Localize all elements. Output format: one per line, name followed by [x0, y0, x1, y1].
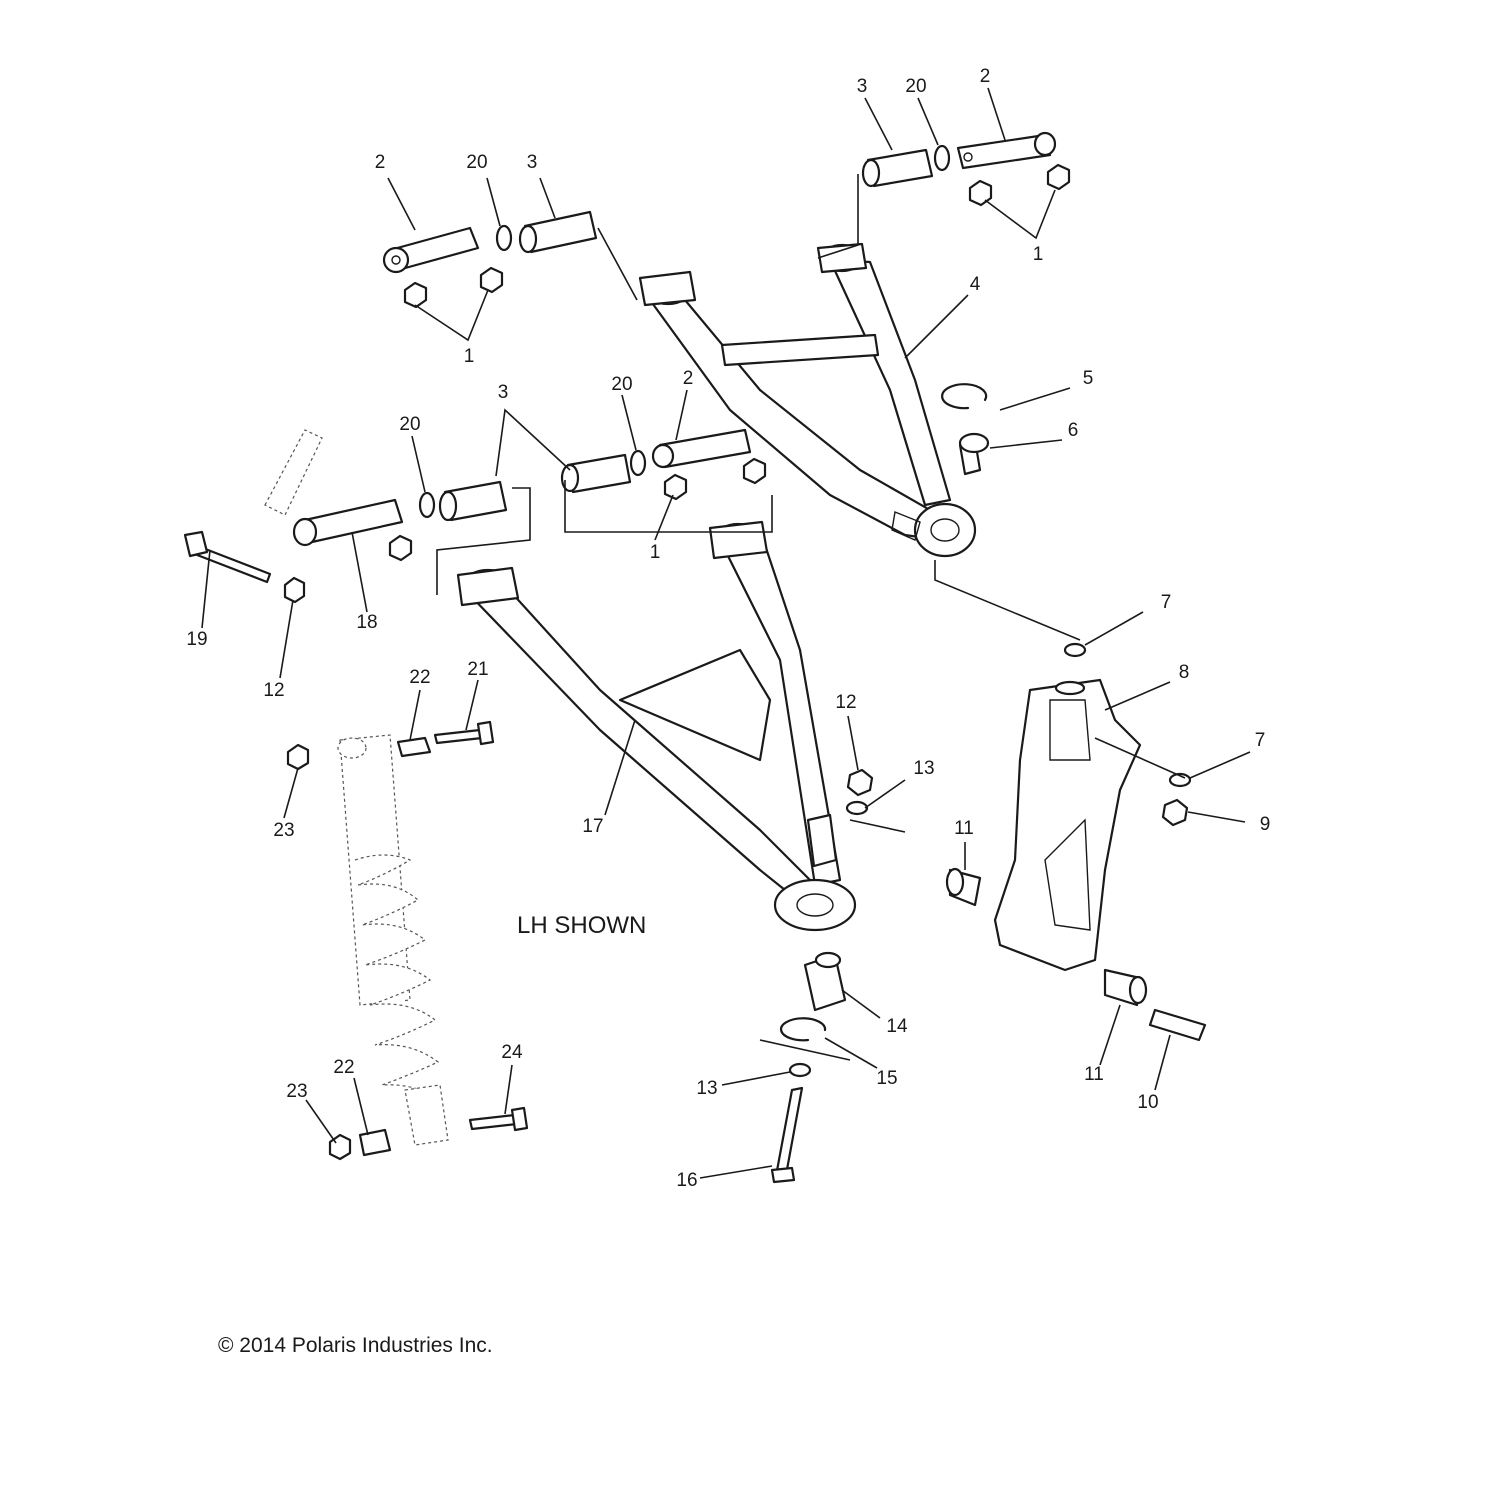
callout-4: 4 [970, 274, 981, 295]
callout-16: 16 [676, 1170, 697, 1191]
washer-spindle-side [1168, 772, 1192, 788]
lh-shown-note: LH SHOWN [517, 912, 646, 939]
callout-18: 18 [356, 612, 377, 633]
callout-22: 22 [333, 1057, 354, 1078]
sleeve-shock-lower [358, 1128, 392, 1157]
pivot-shaft-upper-left [382, 226, 480, 274]
callout-7: 7 [1161, 592, 1172, 613]
ball-joint-lower [803, 951, 847, 1012]
callout-12: 12 [835, 692, 856, 713]
ball-joint-stud [958, 432, 990, 476]
callout-19: 19 [186, 629, 207, 650]
callout-17: 17 [582, 816, 603, 837]
nut-lower-mid-a [663, 473, 688, 501]
washer-lower-mid [629, 449, 647, 477]
pivot-shaft-lower-left [292, 498, 404, 547]
callout-5: 5 [1083, 368, 1094, 389]
callout-11: 11 [1084, 1064, 1104, 1085]
callout-7: 7 [1255, 730, 1266, 751]
callout-9: 9 [1260, 814, 1271, 835]
callout-22: 22 [409, 667, 430, 688]
washer-upper-left [495, 224, 513, 252]
bushing-lower-left [438, 480, 508, 522]
nut-lower-left [388, 534, 413, 562]
nut-upper-right-a [968, 179, 993, 207]
callout-2: 2 [980, 66, 991, 87]
callout-3: 3 [527, 152, 538, 173]
nut-upper-left-a [403, 281, 428, 309]
callout-13: 13 [913, 758, 934, 779]
callouts: 2 20 3 1 3 20 2 1 4 5 6 20 3 20 2 1 19 1… [186, 66, 1270, 1191]
callout-21: 21 [467, 659, 488, 680]
callout-15: 15 [876, 1068, 897, 1089]
bushing-upper-left [518, 210, 598, 254]
retaining-ring-lower [780, 1017, 827, 1042]
washer-ball-joint-bottom [788, 1062, 812, 1078]
upper-a-arm [638, 242, 977, 558]
bolt-shock-upper [433, 720, 495, 746]
callout-10: 10 [1137, 1092, 1158, 1113]
bushing-lower-mid [560, 453, 632, 494]
callout-20: 20 [399, 414, 420, 435]
callout-24: 24 [501, 1042, 523, 1063]
washer-spindle-top [1063, 642, 1087, 658]
bushing-spindle-right [1103, 968, 1148, 1007]
washer-upper-right [933, 144, 951, 172]
callout-1: 1 [464, 346, 475, 367]
pivot-shaft-upper-right [956, 131, 1057, 170]
callout-20: 20 [611, 374, 632, 395]
callout-8: 8 [1179, 662, 1190, 683]
callout-20: 20 [905, 76, 926, 97]
shock-absorber [337, 734, 449, 1146]
sleeve-shock-upper [396, 736, 432, 758]
leader-lines [201, 87, 1251, 1179]
callout-3: 3 [857, 76, 868, 97]
washer-lower-left [418, 491, 436, 519]
bushing-spindle-left [945, 867, 982, 907]
callout-6: 6 [1068, 420, 1079, 441]
callout-11: 11 [954, 818, 974, 839]
bushing-upper-right [861, 148, 934, 188]
washer-ball-joint-top [845, 800, 869, 816]
nut-upper-left-b [479, 266, 504, 294]
spindle-pin [1148, 1008, 1207, 1042]
callout-2: 2 [375, 152, 386, 173]
bolt-shock-lower [468, 1106, 529, 1132]
callout-1: 1 [1033, 244, 1044, 265]
callout-20: 20 [466, 152, 487, 173]
callout-14: 14 [886, 1016, 908, 1037]
callout-23: 23 [273, 820, 294, 841]
nut-lower-mid-b [742, 457, 767, 485]
pivot-shaft-lower-mid [651, 428, 752, 469]
callout-13: 13 [696, 1078, 717, 1099]
bolt-ball-joint [770, 1086, 804, 1184]
callout-2: 2 [683, 368, 694, 389]
callout-23: 23 [286, 1081, 307, 1102]
nut-flange-left [283, 576, 306, 604]
bolt-long [183, 530, 272, 584]
callout-1: 1 [650, 542, 661, 563]
copyright-notice: © 2014 Polaris Industries Inc. [218, 1334, 493, 1357]
retaining-ring-upper [941, 383, 988, 410]
pivot-shaft-phantom [264, 429, 323, 516]
nut-spindle [1161, 798, 1189, 827]
lower-a-arm [456, 520, 857, 932]
nut-shock-upper [286, 743, 310, 771]
spindle-knuckle [993, 678, 1142, 972]
callout-12: 12 [263, 680, 284, 701]
nut-upper-right-b [1046, 163, 1071, 191]
callout-3: 3 [498, 382, 509, 403]
nut-ball-joint [846, 768, 874, 797]
